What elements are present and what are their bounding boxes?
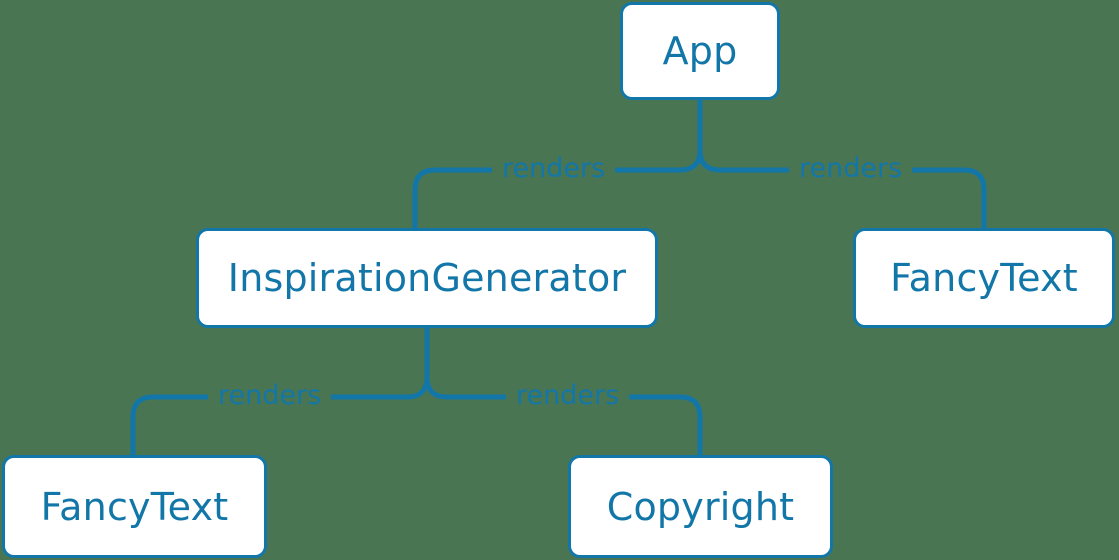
edge-app-to-fancytext-right [697, 147, 987, 231]
edge-inspiration-to-copyright [424, 374, 703, 458]
edge-label-app-to-inspiration: renders [492, 155, 616, 182]
node-fancytext-right-label: FancyText [890, 256, 1078, 300]
node-copyright[interactable]: Copyright [568, 455, 833, 558]
edge-app-to-inspiration [412, 147, 703, 231]
node-inspiration-generator[interactable]: InspirationGenerator [196, 228, 658, 328]
edge-label-inspiration-to-copyright: renders [506, 382, 630, 409]
node-app-label: App [662, 29, 738, 73]
node-app[interactable]: App [620, 2, 780, 100]
edge-label-inspiration-to-fancytext: renders [208, 382, 332, 409]
node-inspiration-generator-label: InspirationGenerator [227, 256, 627, 300]
node-fancytext-bottom-left[interactable]: FancyText [2, 455, 267, 558]
edge-label-app-to-fancytext-right: renders [789, 155, 913, 182]
node-copyright-label: Copyright [606, 484, 795, 529]
node-fancytext-right[interactable]: FancyText [853, 228, 1115, 328]
edge-inspiration-to-fancytext [130, 374, 430, 458]
node-fancytext-bottom-left-label: FancyText [40, 484, 229, 529]
